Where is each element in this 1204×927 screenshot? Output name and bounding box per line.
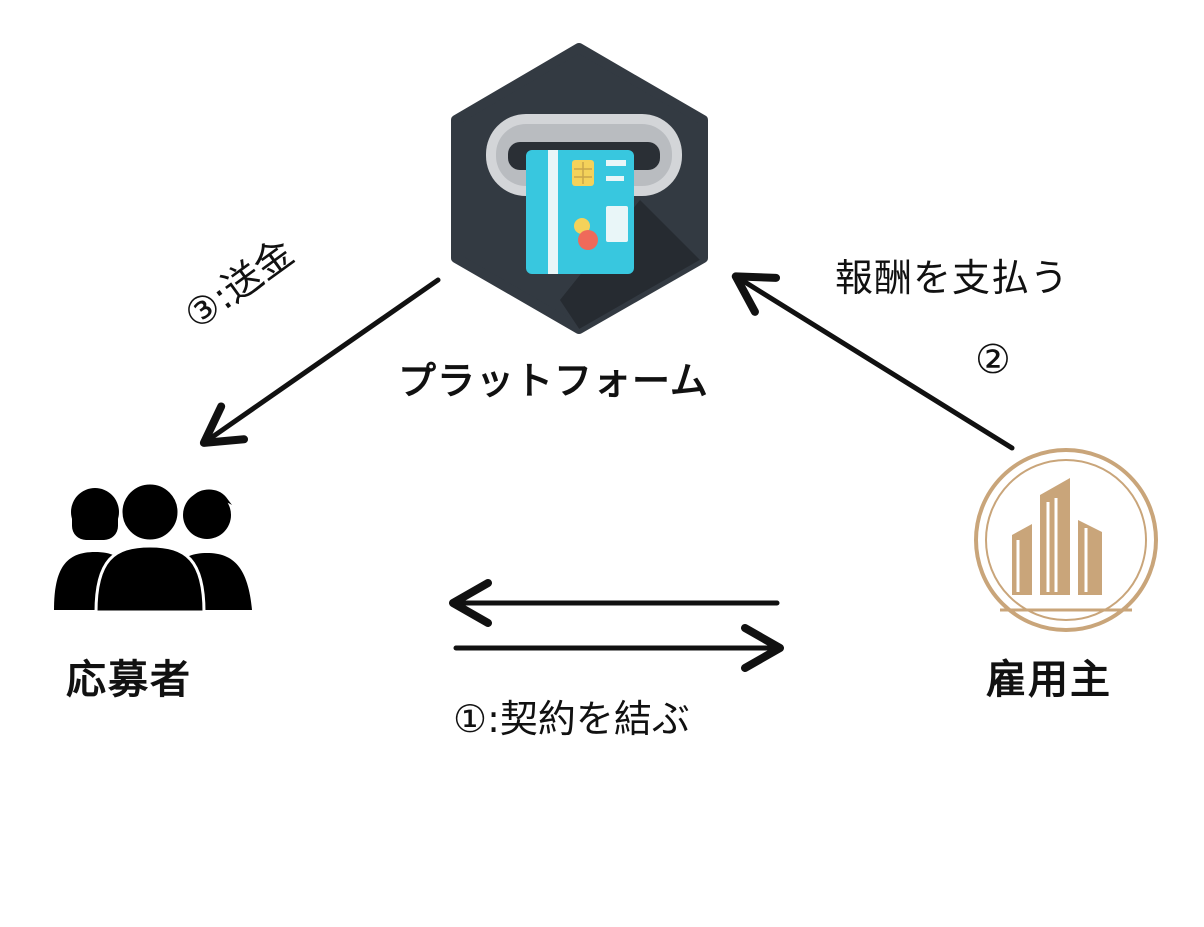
platform-label: プラットフォーム xyxy=(398,359,709,403)
contract-label: ①:契約を結ぶ xyxy=(453,697,690,741)
building-logo-icon xyxy=(974,448,1158,632)
card-payment-terminal-icon xyxy=(451,43,708,334)
payment-step-number: ② xyxy=(975,337,1011,383)
employer-label: 雇用主 xyxy=(986,657,1112,703)
transfer-arrow xyxy=(199,277,441,447)
people-group-icon xyxy=(54,481,252,614)
payment-arrow xyxy=(731,272,1015,451)
payment-label: 報酬を支払う xyxy=(835,256,1070,300)
applicant-label: 応募者 xyxy=(66,657,192,703)
